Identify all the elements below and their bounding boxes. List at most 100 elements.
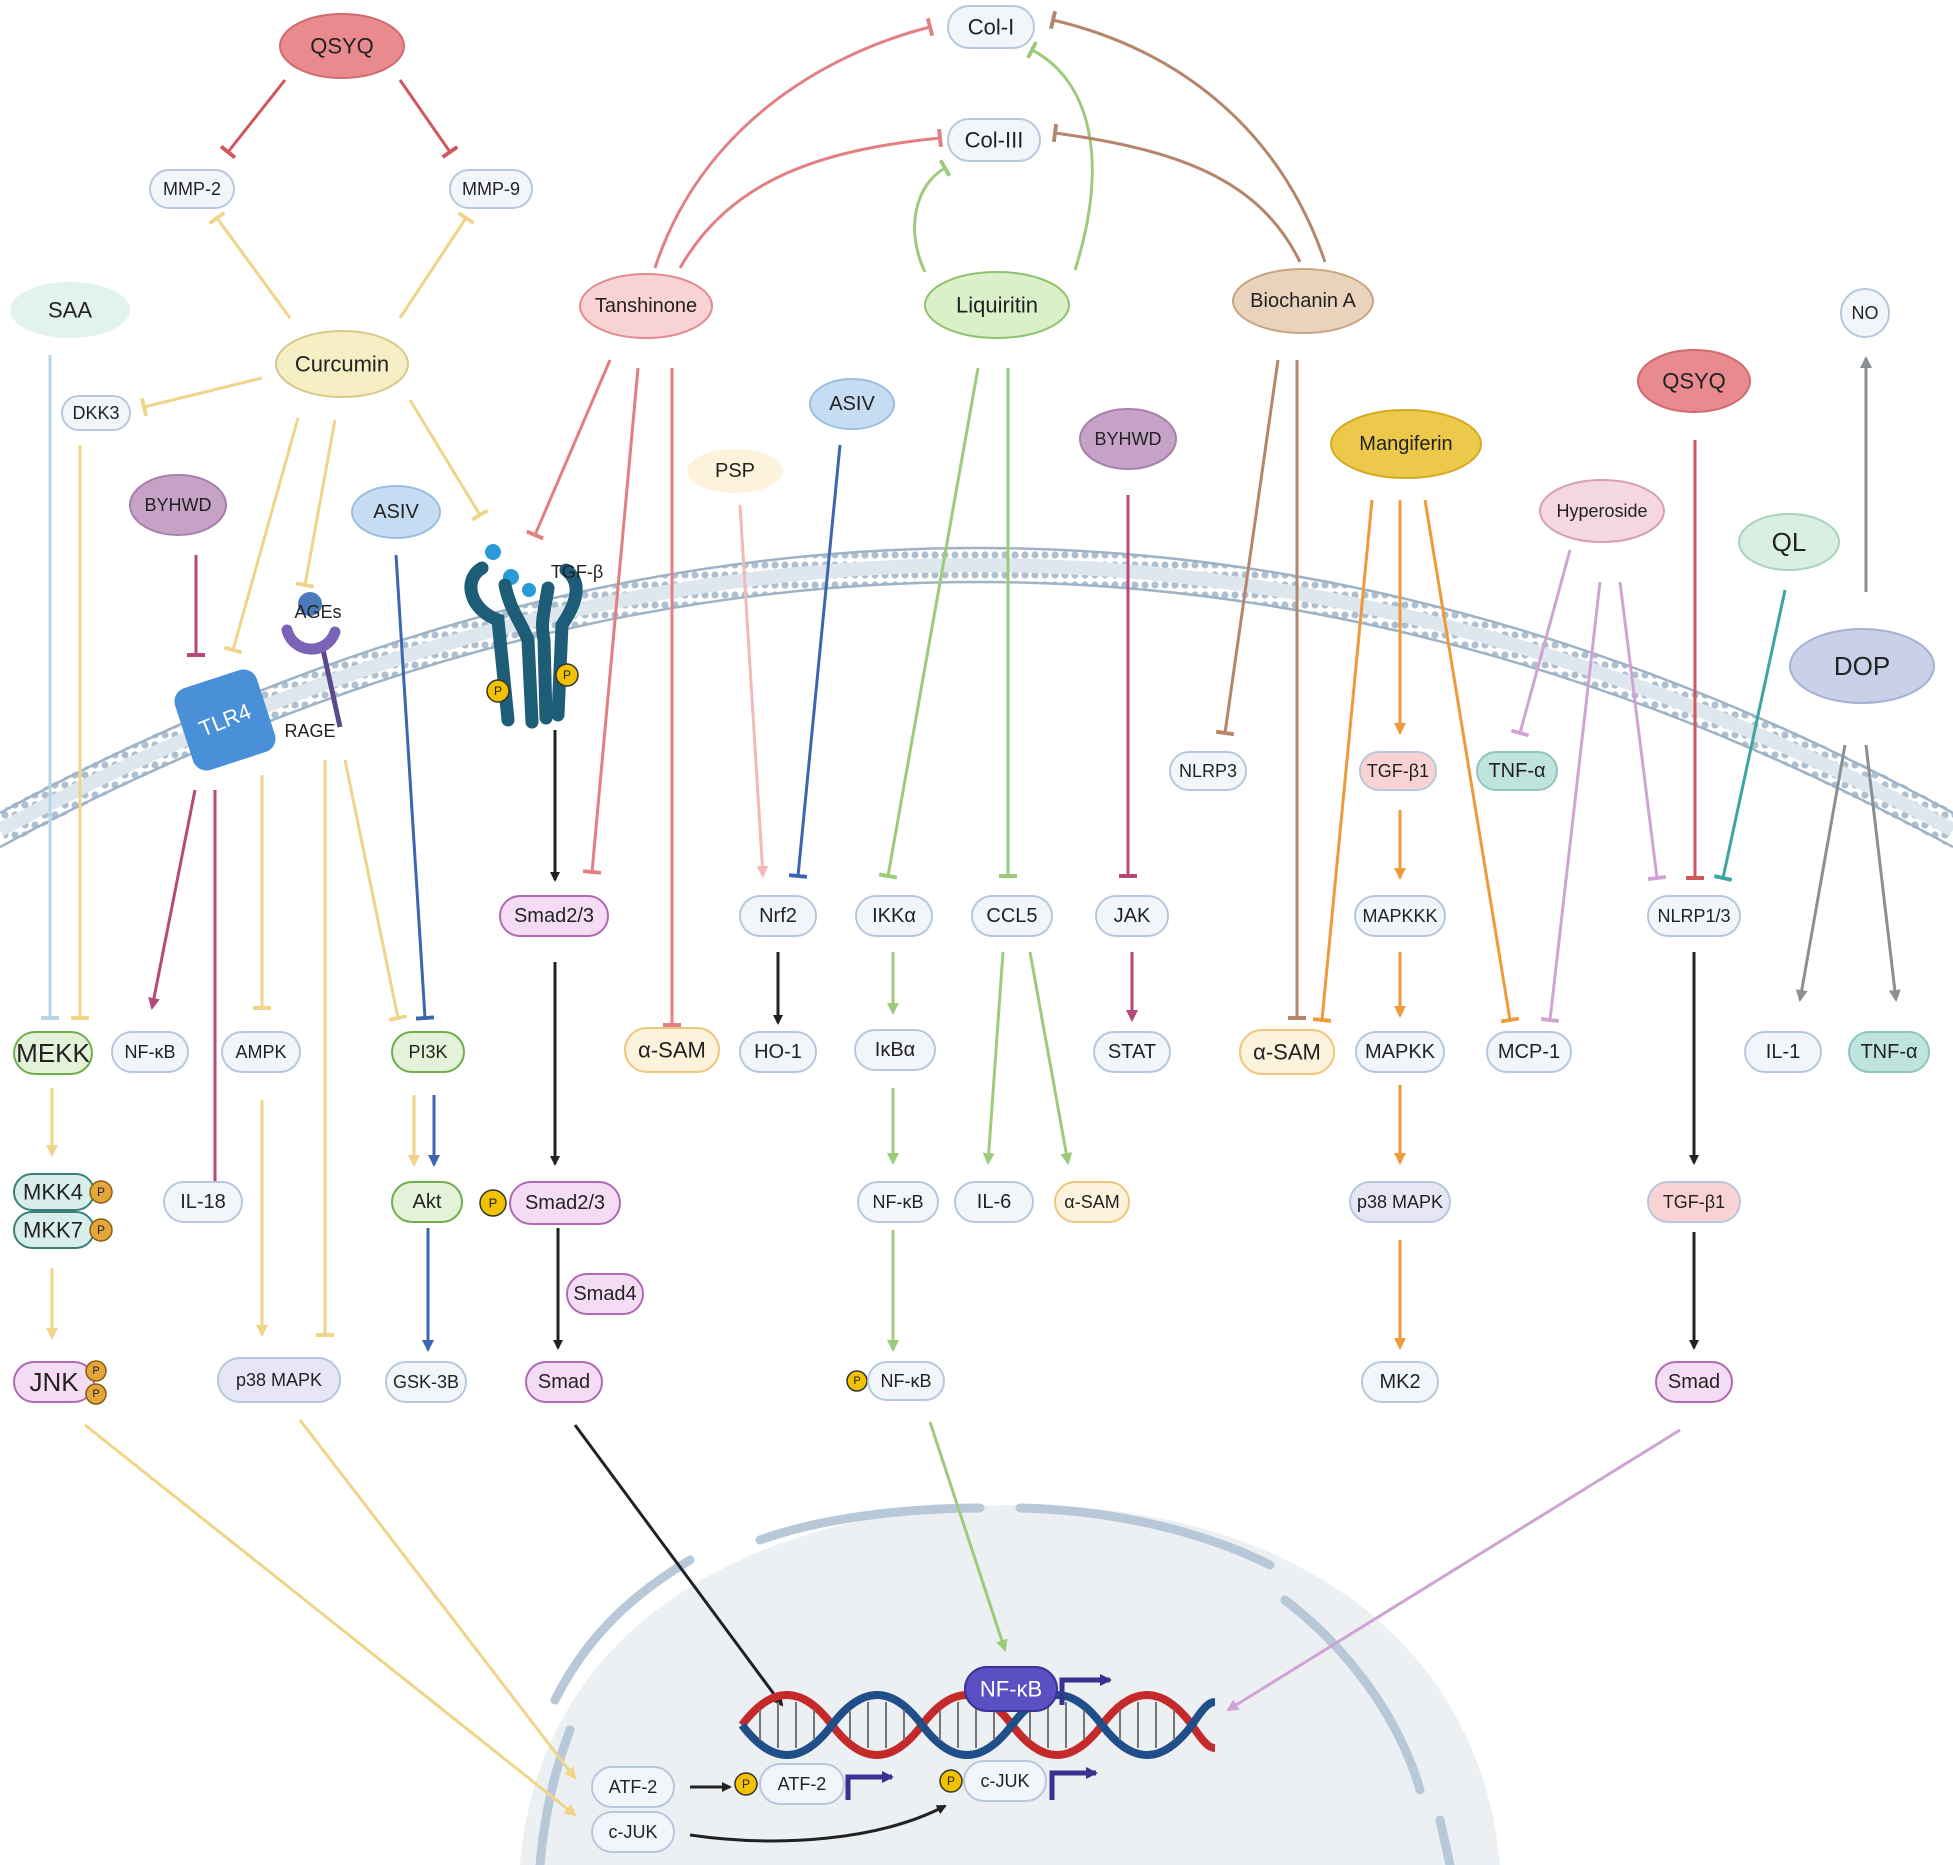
- p38-1[interactable]: p38 MAPK: [1349, 1181, 1451, 1223]
- tgfb1-a[interactable]: TGF-β1: [1359, 751, 1437, 791]
- qsyq-right[interactable]: QSYQ: [1637, 349, 1751, 413]
- smad-b[interactable]: Smad: [1655, 1361, 1733, 1403]
- hyperoside[interactable]: Hyperoside: [1539, 479, 1665, 543]
- qsyq-top[interactable]: QSYQ: [279, 13, 405, 79]
- col3-label: Col-III: [965, 128, 1024, 153]
- saa[interactable]: SAA: [10, 282, 130, 338]
- il1-label: IL-1: [1766, 1041, 1800, 1063]
- mkk7[interactable]: MKK7: [13, 1211, 95, 1249]
- jak[interactable]: JAK: [1095, 895, 1169, 937]
- tgfb1-b[interactable]: TGF-β1: [1647, 1181, 1741, 1223]
- tnfa-b[interactable]: TNF-α: [1848, 1031, 1930, 1073]
- hyperoside-label: Hyperoside: [1556, 501, 1647, 521]
- mcp1[interactable]: MCP-1: [1486, 1031, 1572, 1073]
- nfkb-3-phospho-label: P: [853, 1375, 860, 1387]
- nlrp3-label: NLRP3: [1179, 761, 1237, 781]
- pi3k-label: PI3K: [408, 1042, 447, 1062]
- cjuk-a[interactable]: c-JUK: [591, 1811, 675, 1853]
- mkk4-label: MKK4: [23, 1180, 83, 1205]
- ho1-label: HO-1: [754, 1041, 802, 1063]
- mapkk[interactable]: MAPKK: [1355, 1031, 1445, 1073]
- col3[interactable]: Col-III: [947, 118, 1041, 162]
- nfkb-2-label: NF-κB: [873, 1192, 924, 1212]
- ho1[interactable]: HO-1: [739, 1031, 817, 1073]
- atf2-b-phospho-label: P: [742, 1777, 750, 1791]
- stat[interactable]: STAT: [1093, 1031, 1171, 1073]
- mkk7-phospho: P: [89, 1218, 113, 1242]
- curcumin-label: Curcumin: [295, 352, 389, 377]
- psp-label: PSP: [715, 460, 755, 482]
- tgfb1-a-label: TGF-β1: [1367, 761, 1429, 781]
- smad23-b[interactable]: Smad2/3: [509, 1181, 621, 1225]
- mangiferin[interactable]: Mangiferin: [1330, 409, 1482, 479]
- atf2-b[interactable]: ATF-2: [759, 1763, 845, 1805]
- psp[interactable]: PSP: [687, 449, 783, 493]
- mmp9[interactable]: MMP-9: [449, 169, 533, 209]
- asam-2[interactable]: α-SAM: [1239, 1029, 1335, 1075]
- smad4[interactable]: Smad4: [566, 1273, 644, 1315]
- jnk-phospho-1: P: [92, 1365, 99, 1377]
- no-node[interactable]: NO: [1840, 288, 1890, 338]
- ampk[interactable]: AMPK: [221, 1031, 301, 1073]
- ccl5[interactable]: CCL5: [971, 895, 1053, 937]
- asam-1[interactable]: α-SAM: [624, 1027, 720, 1073]
- jnk[interactable]: JNK: [13, 1361, 95, 1403]
- il18[interactable]: IL-18: [163, 1181, 243, 1223]
- tanshinone[interactable]: Tanshinone: [579, 273, 713, 339]
- byhwd-left-label: BYHWD: [145, 495, 212, 515]
- mk2-label: MK2: [1379, 1371, 1420, 1393]
- jnk-phospho: P P: [85, 1360, 107, 1405]
- pi3k[interactable]: PI3K: [391, 1031, 465, 1073]
- nlrp3[interactable]: NLRP3: [1169, 751, 1247, 791]
- p38-2[interactable]: p38 MAPK: [217, 1357, 341, 1403]
- ikka-label: IKKα: [872, 905, 916, 927]
- mapkkk-label: MAPKKK: [1362, 906, 1437, 926]
- tgfb-phospho-right: P: [563, 668, 571, 682]
- atf2-a[interactable]: ATF-2: [591, 1766, 675, 1808]
- smad23-a-label: Smad2/3: [514, 905, 594, 927]
- nfkb-1-label: NF-κB: [125, 1042, 176, 1062]
- curcumin[interactable]: Curcumin: [275, 330, 409, 398]
- cjuk-b[interactable]: c-JUK: [963, 1760, 1047, 1802]
- smad23-a[interactable]: Smad2/3: [499, 895, 609, 937]
- nfkb-nucleus[interactable]: NF-κB: [964, 1666, 1058, 1712]
- mmp2[interactable]: MMP-2: [149, 169, 235, 209]
- nrf2[interactable]: Nrf2: [739, 895, 817, 937]
- smad23-b-label: Smad2/3: [525, 1192, 605, 1214]
- asiv-left[interactable]: ASIV: [351, 485, 441, 539]
- tgfb-receptor[interactable]: P P: [464, 544, 583, 729]
- tlr4-receptor[interactable]: TLR4: [171, 666, 279, 774]
- mkk4[interactable]: MKK4: [13, 1173, 95, 1211]
- col1[interactable]: Col-I: [947, 5, 1035, 49]
- akt[interactable]: Akt: [391, 1181, 463, 1223]
- nfkb-3[interactable]: NF-κB: [867, 1361, 945, 1401]
- rage-receptor[interactable]: [281, 592, 343, 728]
- p38-2-label: p38 MAPK: [236, 1370, 322, 1390]
- dkk3[interactable]: DKK3: [61, 395, 131, 431]
- smad-a[interactable]: Smad: [525, 1361, 603, 1403]
- asiv-mid[interactable]: ASIV: [809, 378, 895, 430]
- mk2[interactable]: MK2: [1361, 1361, 1439, 1403]
- mekk[interactable]: MEKK: [13, 1031, 93, 1075]
- liquiritin[interactable]: Liquiritin: [924, 271, 1070, 339]
- mmp9-label: MMP-9: [462, 179, 520, 199]
- ql[interactable]: QL: [1738, 513, 1840, 571]
- byhwd-mid[interactable]: BYHWD: [1079, 408, 1177, 470]
- mapkkk[interactable]: MAPKKK: [1354, 895, 1446, 937]
- byhwd-left[interactable]: BYHWD: [129, 474, 227, 536]
- ikba[interactable]: IκBα: [854, 1029, 936, 1071]
- smad23-b-phospho: P: [479, 1189, 507, 1217]
- stat-label: STAT: [1108, 1041, 1156, 1063]
- biochanin-a[interactable]: Biochanin A: [1232, 268, 1374, 334]
- il1[interactable]: IL-1: [1744, 1031, 1822, 1073]
- nfkb-2[interactable]: NF-κB: [857, 1181, 939, 1223]
- nfkb-1[interactable]: NF-κB: [111, 1031, 189, 1073]
- ikka[interactable]: IKKα: [855, 895, 933, 937]
- tnfa-a[interactable]: TNF-α: [1476, 751, 1558, 791]
- asam-2-label: α-SAM: [1253, 1040, 1321, 1065]
- nlrp13[interactable]: NLRP1/3: [1647, 895, 1741, 937]
- dop[interactable]: DOP: [1789, 628, 1935, 704]
- il6[interactable]: IL-6: [954, 1181, 1034, 1223]
- asam-3[interactable]: α-SAM: [1054, 1181, 1130, 1223]
- gsk3b[interactable]: GSK-3B: [385, 1361, 467, 1403]
